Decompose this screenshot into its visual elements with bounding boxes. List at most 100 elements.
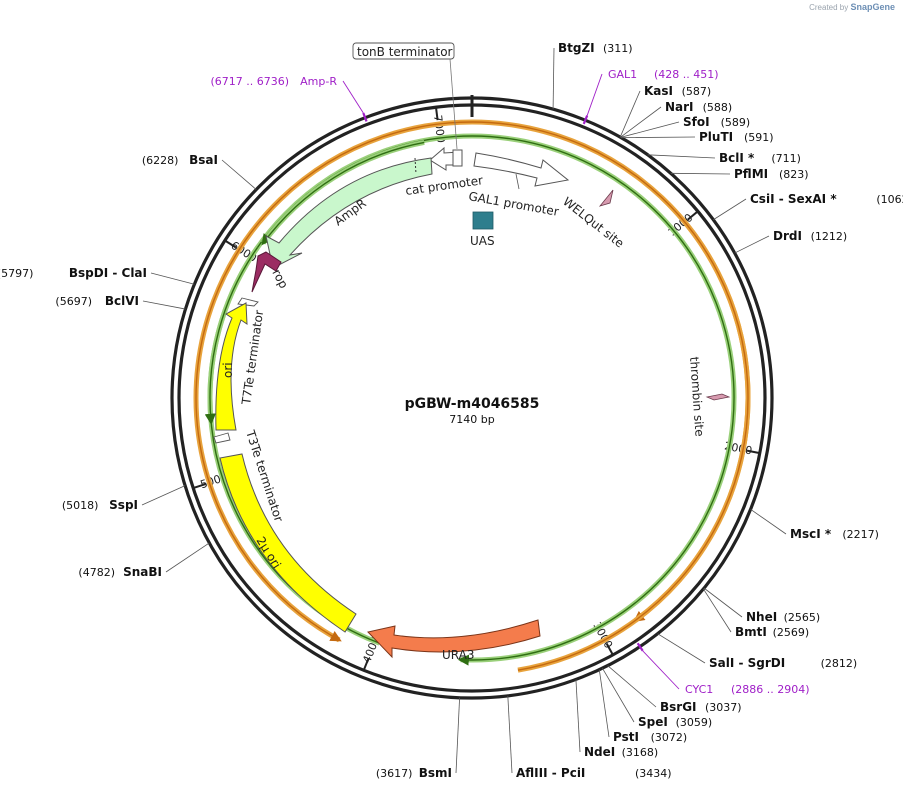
restriction-site: MscI *(2217) (750, 508, 879, 541)
restriction-site: NheI (2565) (703, 587, 821, 624)
primer-mark (362, 112, 368, 122)
tick-mark (687, 210, 699, 221)
site-position: (2565) (784, 611, 821, 624)
site-leader (619, 90, 641, 138)
uas-box (472, 211, 494, 230)
rop-arrow (251, 251, 282, 293)
site-name: CsiI - SexAI * (750, 192, 837, 206)
primer-leader (342, 80, 364, 114)
restriction-site: BtgZI(311) (552, 41, 633, 110)
site-name: SpeI (638, 715, 668, 729)
restriction-site: PstI(3072) (598, 669, 687, 744)
site-leader (507, 695, 513, 774)
site-position: (2569) (773, 626, 810, 639)
tick-mark (746, 449, 760, 455)
ampr-arrow (265, 157, 433, 269)
site-name: BsmI (419, 766, 452, 780)
restriction-site: CsiI - SexAI *(1062) (713, 192, 903, 221)
primer-leader (586, 73, 603, 116)
gal1-promoter-arrow (473, 152, 570, 187)
restriction-site: NdeI (3168) (575, 679, 659, 759)
label-layer: BtgZI(311)KasI(587)NarI(588)SfoI(589)Plu… (0, 41, 903, 780)
site-name: KasI (644, 84, 673, 98)
tick-mark (224, 239, 237, 249)
restriction-site: BsmI(3617) (376, 697, 460, 780)
site-position: (2217) (842, 528, 879, 541)
restriction-site: BclVI (5697) (55, 294, 186, 310)
ampr-boundary (414, 157, 417, 175)
site-position: (5797) (0, 267, 33, 280)
primer-name: GAL1 (608, 68, 637, 81)
site-name: NarI (665, 100, 694, 114)
site-position: (711) (771, 152, 801, 165)
t7te-terminator-mark (237, 297, 259, 307)
ura3-arrow (367, 619, 541, 659)
restriction-site: SalI - SgrDI(2812) (657, 633, 858, 670)
site-position: (5697) (55, 295, 92, 308)
site-name: NheI (746, 610, 777, 624)
tonb-terminator-mark (452, 149, 463, 167)
tonb-terminator-label: tonB terminator (357, 45, 453, 59)
site-name: NdeI (584, 745, 615, 759)
site-name: BtgZI (558, 41, 595, 55)
site-position: (5018) (62, 499, 99, 512)
site-position: (588) (703, 101, 733, 114)
tonb-terminator-box (352, 42, 455, 60)
restriction-site: BclI *(711) (647, 151, 801, 165)
ori-arrow (215, 302, 248, 431)
tick-mark (192, 483, 206, 490)
restriction-site: PluTI(591) (621, 130, 774, 144)
primer-name: CYC1 (685, 683, 713, 696)
welqut-site-label: WELQut site (560, 194, 626, 250)
site-name: BmtI (735, 625, 767, 639)
site-name: BspDI - ClaI (69, 266, 147, 280)
site-leader (620, 106, 662, 138)
site-leader (703, 587, 743, 618)
site-position: (3168) (622, 746, 659, 759)
site-position: (2812) (821, 657, 858, 670)
t3te-terminator-mark (213, 432, 231, 444)
uas-label: UAS (470, 234, 495, 248)
site-name: PstI (613, 730, 639, 744)
site-leader (141, 485, 186, 506)
tick-mark (605, 643, 614, 656)
site-position: (6228) (142, 154, 179, 167)
primer-gal1: GAL1 (428 .. 451) (582, 68, 719, 125)
site-leader (607, 665, 657, 708)
restriction-site: KasI (587) (619, 84, 712, 138)
gal1-promoter-leader (515, 173, 520, 190)
primer-range: (2886 .. 2904) (731, 683, 810, 696)
restriction-site: DrdI(1212) (734, 229, 848, 254)
site-leader (165, 542, 210, 573)
orf-layer (193, 119, 751, 673)
site-leader (621, 136, 696, 139)
plasmid-name: pGBW-m4046585 (405, 396, 540, 412)
primer-range: (428 .. 451) (654, 68, 719, 81)
primer-range: (6717 .. 6736) (210, 75, 289, 88)
site-name: PluTI (699, 130, 733, 144)
restriction-site: NarI (588) (620, 100, 733, 138)
orf-ura3-region (195, 121, 749, 671)
site-leader (620, 121, 680, 138)
orf-ampr (261, 141, 425, 246)
restriction-site: BsaI(6228) (142, 153, 257, 190)
restriction-site: AflIII - PciI(3434) (507, 695, 672, 780)
site-position: (587) (682, 85, 712, 98)
ura3-label: URA3 (442, 648, 474, 662)
tick-mark (435, 107, 439, 121)
site-position: (1212) (811, 230, 848, 243)
credit: Created by SnapGene (809, 2, 895, 12)
primer-cyc1: CYC1 (2886 .. 2904) (636, 642, 810, 696)
site-name: BclVI (105, 294, 139, 308)
restriction-site: PflMI(823) (670, 167, 809, 181)
restriction-site: SpeI(3059) (602, 667, 712, 729)
site-leader (150, 272, 195, 285)
primer-name: Amp-R (300, 75, 337, 88)
site-name: SspI (109, 498, 138, 512)
site-leader (221, 159, 257, 190)
restriction-site: SspI (5018) (62, 485, 186, 512)
site-name: PflMI (734, 167, 768, 181)
t7te-terminator-label: T7Te terminator (239, 309, 266, 406)
ori-label: ori (221, 362, 235, 378)
restriction-site: BsrGI(3037) (607, 665, 742, 714)
